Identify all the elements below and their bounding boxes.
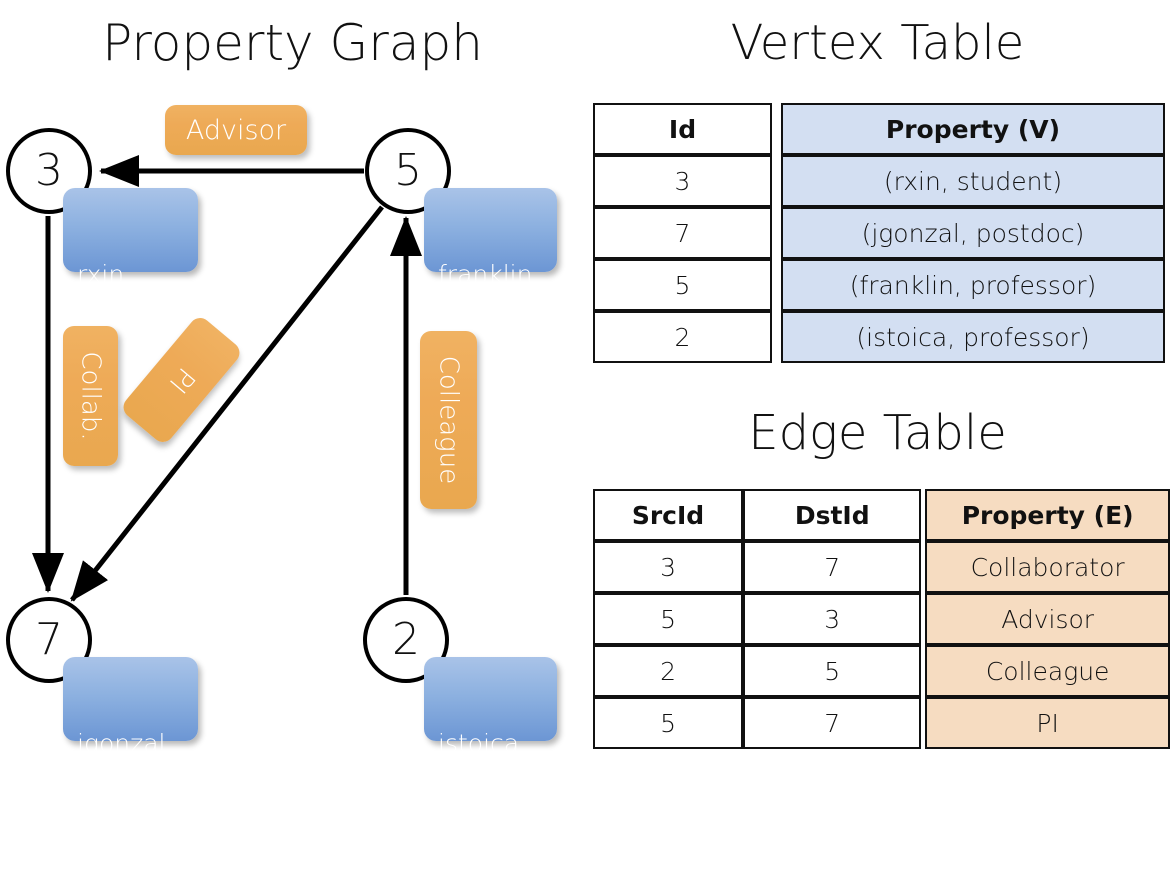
graph-node-2[interactable]: 2 xyxy=(363,597,449,683)
page-title-edge-table: Edge Table xyxy=(748,405,1007,461)
cell-dstid: 3 xyxy=(743,593,922,645)
page-title-property-graph: Property Graph xyxy=(102,14,483,72)
cell-srcid: 2 xyxy=(593,645,744,697)
node-property-line-2: prof. xyxy=(438,819,494,848)
edge-label-text: PI xyxy=(162,361,201,399)
cell-id: 3 xyxy=(593,155,772,207)
cell-id: 7 xyxy=(593,207,772,259)
node-property-line-1: jgonzal, xyxy=(77,729,174,758)
table-row: 2 5 Colleague xyxy=(593,645,1170,697)
column-gap xyxy=(772,311,781,363)
table-row: 5 (franklin, professor) xyxy=(593,259,1165,311)
edge-label-colleague: Colleague xyxy=(420,331,477,509)
column-gap xyxy=(772,259,781,311)
edge-label-advisor: Advisor xyxy=(165,105,307,155)
cell-srcid: 3 xyxy=(593,541,744,593)
cell-property: (istoica, professor) xyxy=(781,311,1165,363)
node-property-box-2: istoica prof. xyxy=(424,657,557,848)
column-header-srcid: SrcId xyxy=(593,489,744,541)
column-gap xyxy=(772,155,781,207)
edge-label-text: Advisor xyxy=(185,114,287,146)
cell-property: PI xyxy=(925,697,1170,749)
property-graph-edges xyxy=(32,155,422,602)
table-row: 3 7 Collaborator xyxy=(593,541,1170,593)
edge-label-text: Colleague xyxy=(433,355,464,485)
node-property-line-2: pst.doc. xyxy=(77,819,177,848)
cell-dstid: 5 xyxy=(743,645,922,697)
column-gap xyxy=(772,207,781,259)
table-row: 3 (rxin, student) xyxy=(593,155,1165,207)
cell-srcid: 5 xyxy=(593,593,744,645)
cell-property: Collaborator xyxy=(925,541,1170,593)
vertex-table: Id Property (V) 3 (rxin, student) 7 (jgo… xyxy=(593,103,1165,363)
cell-srcid: 5 xyxy=(593,697,744,749)
table-row: 5 3 Advisor xyxy=(593,593,1170,645)
cell-property: Advisor xyxy=(925,593,1170,645)
column-header-dstid: DstId xyxy=(743,489,922,541)
cell-property: (jgonzal, postdoc) xyxy=(781,207,1165,259)
node-property-line-1: rxin xyxy=(77,260,125,289)
cell-dstid: 7 xyxy=(743,541,922,593)
cell-dstid: 7 xyxy=(743,697,922,749)
page-title-vertex-table: Vertex Table xyxy=(730,15,1025,71)
column-header-id: Id xyxy=(593,103,772,155)
table-row: 5 7 PI xyxy=(593,697,1170,749)
node-property-box-7: jgonzal, pst.doc. xyxy=(63,657,198,848)
table-row: 7 (jgonzal, postdoc) xyxy=(593,207,1165,259)
node-property-box-5: franklin, prof. xyxy=(424,188,557,379)
node-property-box-3: rxin stu. xyxy=(63,188,198,379)
cell-property: (rxin, student) xyxy=(781,155,1165,207)
edge-table: SrcId DstId Property (E) 3 7 Collaborato… xyxy=(593,489,1170,749)
column-gap xyxy=(772,103,781,155)
cell-property: Colleague xyxy=(925,645,1170,697)
edge-5-to-7 xyxy=(70,205,384,602)
graph-node-5[interactable]: 5 xyxy=(365,128,451,214)
node-property-line-1: istoica xyxy=(438,729,520,758)
column-header-property: Property (V) xyxy=(781,103,1165,155)
edge-label-collab: Collab. xyxy=(63,326,118,466)
table-header-row: Id Property (V) xyxy=(593,103,1165,155)
column-header-property: Property (E) xyxy=(925,489,1170,541)
cell-property: (franklin, professor) xyxy=(781,259,1165,311)
cell-id: 5 xyxy=(593,259,772,311)
table-row: 2 (istoica, professor) xyxy=(593,311,1165,363)
table-header-row: SrcId DstId Property (E) xyxy=(593,489,1170,541)
cell-id: 2 xyxy=(593,311,772,363)
node-property-line-1: franklin, xyxy=(438,260,541,289)
edge-label-text: Collab. xyxy=(75,351,106,441)
